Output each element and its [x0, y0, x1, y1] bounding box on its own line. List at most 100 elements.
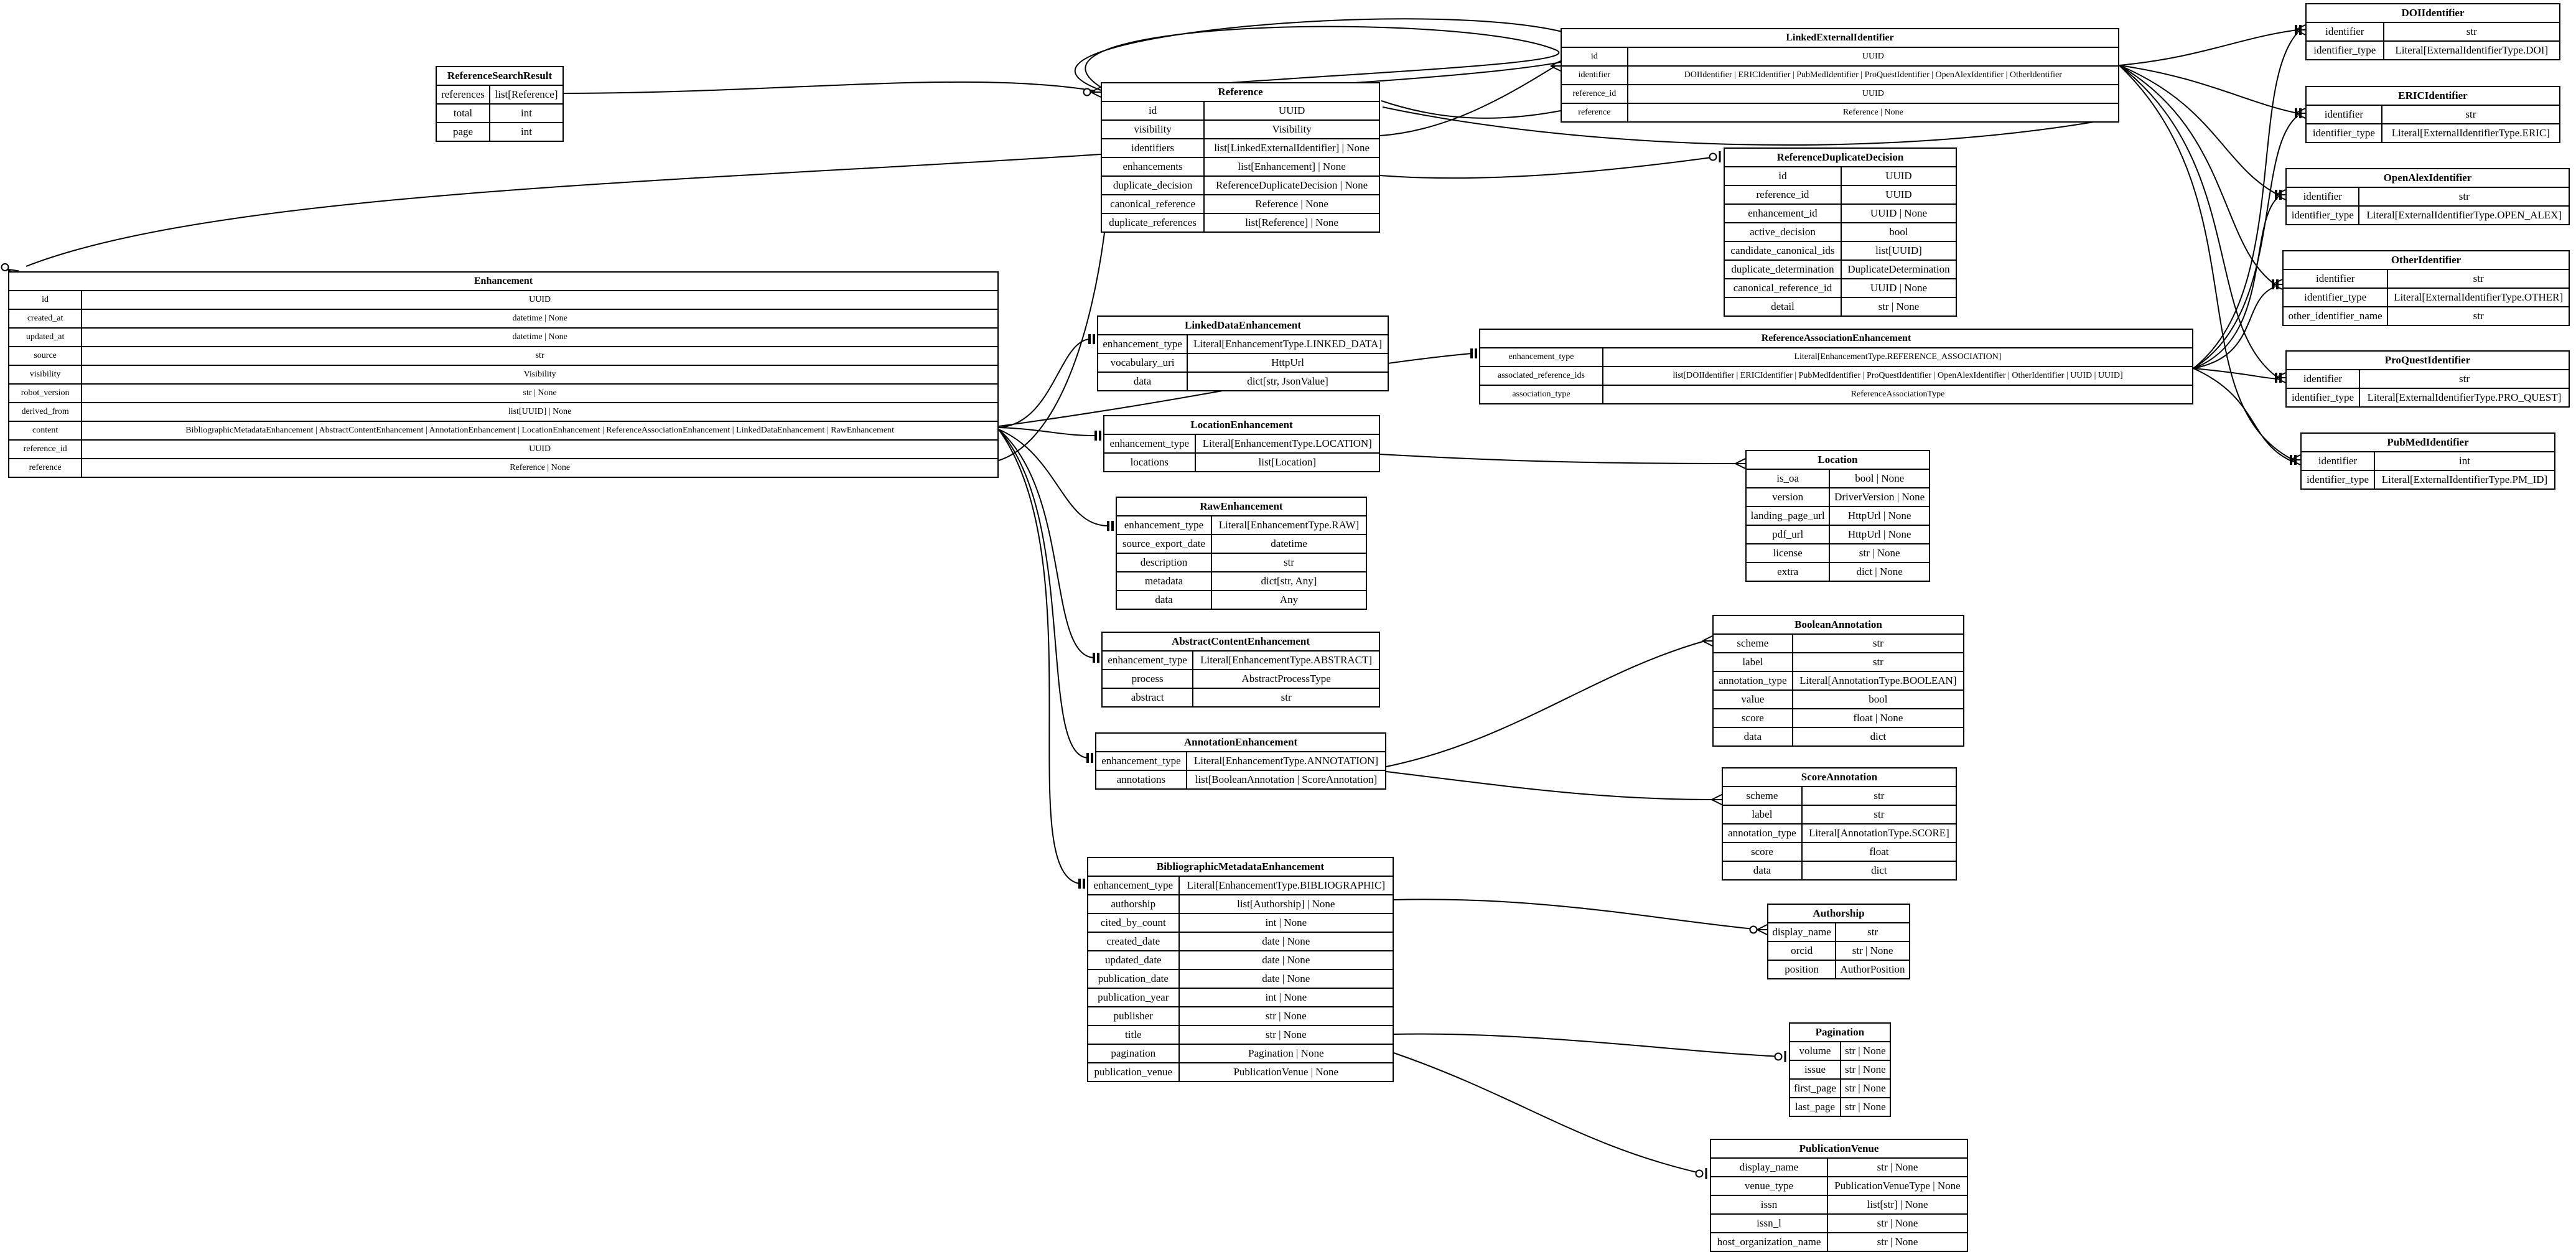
- entity-title: ReferenceSearchResult: [436, 66, 564, 86]
- field-type: datetime | None: [81, 309, 999, 329]
- field-name: last_page: [1789, 1097, 1841, 1117]
- field-type: HttpUrl: [1187, 353, 1389, 373]
- entity-title: AbstractContentEnhancement: [1101, 632, 1380, 652]
- field-name: enhancements: [1100, 157, 1205, 177]
- field-name: label: [1712, 652, 1793, 672]
- entity-title: OpenAlexIdentifier: [2285, 168, 2570, 188]
- field-name: robot_version: [7, 383, 83, 403]
- relation-crowCircle-marker: [1749, 924, 1768, 935]
- entity-title: Pagination: [1789, 1022, 1891, 1042]
- entity-title: BooleanAnnotation: [1712, 615, 1964, 635]
- field-type: DuplicateDetermination: [1840, 259, 1958, 279]
- field-type: Literal[ExternalIdentifierType.OTHER]: [2387, 287, 2570, 307]
- field-type: UUID: [81, 290, 999, 310]
- relation-dblbar-marker: [1107, 521, 1114, 531]
- field-type: str: [1211, 553, 1367, 572]
- entity-title: AnnotationEnhancement: [1095, 732, 1386, 752]
- field-name: duplicate_decision: [1100, 175, 1205, 195]
- field-type: Visibility: [1203, 119, 1380, 139]
- field-type: list[UUID] | None: [81, 402, 999, 422]
- field-type: str: [1801, 786, 1958, 806]
- field-name: authorship: [1087, 894, 1180, 914]
- field-name: identifier: [2285, 369, 2360, 389]
- field-name: association_type: [1479, 385, 1603, 404]
- relation-dblbarCrow-marker: [2295, 24, 2306, 35]
- field-name: annotation_type: [1712, 671, 1793, 691]
- relation-dblbar-marker: [1086, 753, 1093, 763]
- field-name: issue: [1789, 1060, 1841, 1080]
- field-name: score: [1722, 842, 1803, 862]
- field-name: reference: [7, 458, 83, 478]
- field-type: int | None: [1178, 988, 1394, 1007]
- field-name: canonical_reference_id: [1724, 278, 1842, 298]
- field-type: int: [2373, 451, 2556, 471]
- field-name: enhancement_type: [1096, 334, 1188, 354]
- field-name: pdf_url: [1745, 525, 1831, 544]
- field-type: str | None: [1835, 941, 1910, 961]
- field-name: vocabulary_uri: [1096, 353, 1188, 373]
- entity-title: ReferenceDuplicateDecision: [1724, 147, 1957, 167]
- relationship-edge: [1393, 899, 1760, 930]
- relationship-edge: [2119, 65, 2279, 195]
- field-name: references: [436, 85, 490, 105]
- field-name: page: [436, 122, 490, 142]
- relation-dblbarCrow-marker: [2290, 454, 2301, 465]
- field-type: AbstractProcessType: [1192, 669, 1380, 689]
- field-name: issn: [1710, 1195, 1828, 1215]
- field-type: Literal[AnnotationType.SCORE]: [1801, 823, 1958, 843]
- field-name: duplicate_determination: [1724, 259, 1842, 279]
- field-name: identifier_type: [2305, 40, 2384, 60]
- field-name: enhancement_type: [1479, 347, 1603, 367]
- field-name: data: [1116, 590, 1212, 610]
- field-name: display_name: [1710, 1157, 1828, 1177]
- relationship-edge: [2193, 197, 2279, 369]
- field-name: visibility: [7, 365, 83, 385]
- field-type: str: [2358, 187, 2570, 207]
- relationship-edge: [1393, 1033, 1782, 1057]
- field-name: derived_from: [7, 402, 83, 422]
- field-name: duplicate_references: [1100, 213, 1205, 233]
- field-type: str: [2387, 306, 2570, 326]
- field-type: dict[str, JsonValue]: [1187, 371, 1389, 391]
- field-name: annotation_type: [1722, 823, 1803, 843]
- field-name: identifier: [2300, 451, 2375, 471]
- field-type: Literal[ExternalIdentifierType.PRO_QUEST…: [2359, 388, 2570, 408]
- field-name: extra: [1745, 562, 1831, 582]
